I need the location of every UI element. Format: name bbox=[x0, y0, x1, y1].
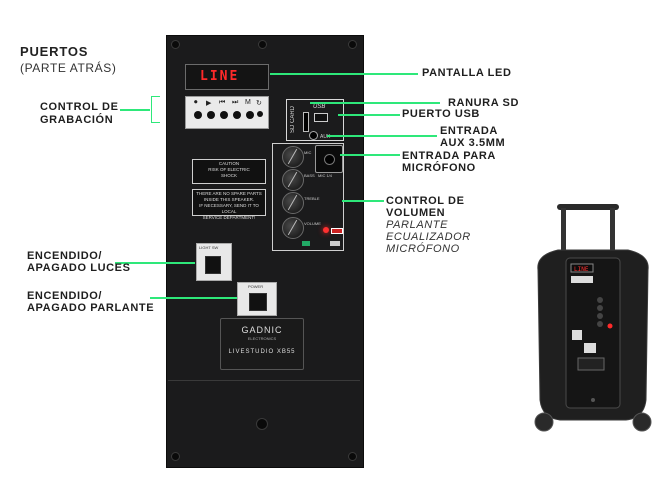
light-switch-plate: LIGHT SW bbox=[196, 243, 232, 281]
knob-label: BASS bbox=[304, 173, 315, 178]
brand-plate: GADNIC ELECTRONICS LIVESTUDIO XB55 bbox=[220, 318, 304, 370]
light-switch-label: LIGHT SW bbox=[199, 245, 219, 250]
model-name: LIVESTUDIO XB55 bbox=[228, 349, 296, 355]
mic-volume-knob[interactable] bbox=[282, 146, 304, 168]
master-volume-knob[interactable] bbox=[282, 217, 304, 239]
usb-port[interactable] bbox=[314, 113, 328, 122]
callout-line bbox=[338, 114, 400, 116]
repeat-icon: ↻ bbox=[256, 100, 262, 107]
knob-label: VOLUME bbox=[304, 221, 321, 226]
mode-button[interactable] bbox=[246, 111, 254, 119]
power-indicator-led bbox=[323, 227, 329, 233]
speaker-product-image: LINE bbox=[534, 204, 652, 432]
label-control-volumen-1: CONTROL DE bbox=[386, 195, 465, 207]
treble-knob[interactable] bbox=[282, 192, 304, 214]
callout-line bbox=[340, 154, 400, 156]
notice-line: SERVICE DEPARTMENT! bbox=[202, 215, 256, 220]
small-label bbox=[330, 241, 340, 246]
page-title: PUERTOS bbox=[20, 44, 89, 59]
previous-icon: ⏮ bbox=[219, 99, 226, 106]
screw-icon bbox=[348, 452, 357, 461]
power-label: POWER bbox=[248, 284, 264, 289]
label-volumen-microfono: MICRÓFONO bbox=[386, 243, 460, 255]
label-encendido-luces-1: ENCENDIDO/ bbox=[27, 250, 103, 262]
bass-knob[interactable] bbox=[282, 169, 304, 191]
callout-line bbox=[342, 200, 384, 202]
play-button[interactable] bbox=[207, 111, 215, 119]
label-ranura-sd: RANURA SD bbox=[448, 97, 519, 109]
next-button[interactable] bbox=[233, 111, 241, 119]
next-icon: ⏭ bbox=[232, 99, 239, 106]
label-pantalla-led: PANTALLA LED bbox=[422, 67, 512, 79]
record-icon: ⏺ bbox=[194, 99, 198, 106]
screw-icon bbox=[171, 40, 180, 49]
notice-line: INSIDE THIS SPEAKER. bbox=[203, 197, 255, 202]
label-encendido-parlante-2: APAGADO PARLANTE bbox=[27, 302, 155, 314]
led-display: LINE bbox=[185, 64, 269, 90]
label-control-grabacion-1: CONTROL DE bbox=[40, 101, 119, 113]
screw-icon bbox=[348, 40, 357, 49]
brand-logo: GADNIC bbox=[241, 325, 283, 335]
mode-icon: M bbox=[245, 99, 251, 106]
aux-jack[interactable] bbox=[309, 131, 318, 140]
sd-slot[interactable] bbox=[303, 112, 309, 132]
label-entrada-aux-2: AUX 3.5MM bbox=[440, 137, 506, 149]
callout-line bbox=[270, 73, 418, 75]
screw-icon bbox=[256, 418, 268, 430]
label-entrada-mic-1: ENTRADA PARA bbox=[402, 150, 496, 162]
label-volumen-ecualizador: ECUALIZADOR bbox=[386, 231, 471, 243]
recording-control-panel: ⏺ ▶ ⏮ ⏭ M ↻ bbox=[185, 96, 269, 129]
record-button[interactable] bbox=[194, 111, 202, 119]
callout-bracket bbox=[151, 96, 160, 123]
mic-label: MIC 1/4 bbox=[318, 173, 333, 178]
previous-button[interactable] bbox=[220, 111, 228, 119]
callout-line bbox=[310, 102, 440, 104]
sd-card-label: SD CARD bbox=[290, 106, 296, 134]
repeat-button[interactable] bbox=[257, 111, 263, 117]
callout-line bbox=[327, 135, 437, 137]
sd-usb-block: SD CARD USB bbox=[286, 99, 344, 141]
label-encendido-luces-2: APAGADO LUCES bbox=[27, 262, 131, 274]
led-display-text: LINE bbox=[200, 69, 240, 84]
caution-line: CAUTION bbox=[218, 161, 240, 166]
caution-line: SHOCK bbox=[220, 173, 237, 178]
label-control-grabacion-2: GRABACIÓN bbox=[40, 114, 114, 126]
label-volumen-parlante: PARLANTE bbox=[386, 219, 449, 231]
callout-line bbox=[115, 262, 195, 264]
screw-icon bbox=[258, 40, 267, 49]
power-switch[interactable] bbox=[249, 293, 267, 311]
notice-label: THERE ARE NO SPARE PARTS INSIDE THIS SPE… bbox=[192, 189, 266, 220]
notice-line: THERE ARE NO SPARE PARTS bbox=[196, 191, 262, 196]
page-subtitle: (PARTE ATRÁS) bbox=[20, 61, 117, 75]
power-switch-plate: POWER bbox=[237, 282, 277, 316]
aux-label: AUX bbox=[320, 134, 331, 140]
caution-label: CAUTION RISK OF ELECTRIC SHOCK bbox=[192, 159, 266, 184]
brand-sub: ELECTRONICS bbox=[247, 336, 277, 341]
small-switch[interactable] bbox=[302, 241, 310, 246]
label-puerto-usb: PUERTO USB bbox=[402, 108, 480, 120]
callout-line bbox=[150, 297, 237, 299]
volume-control-block bbox=[272, 143, 344, 251]
callout-line bbox=[120, 109, 150, 111]
knob-label: TREBLE bbox=[304, 196, 320, 201]
panel-divider bbox=[168, 380, 360, 381]
usb-label: USB bbox=[313, 104, 326, 110]
knob-label: MIC bbox=[304, 150, 312, 155]
label-entrada-mic-2: MICRÓFONO bbox=[402, 162, 476, 174]
notice-line: IF NECESSARY, SEND IT TO LOCAL bbox=[199, 203, 259, 214]
status-badge bbox=[331, 228, 343, 234]
screw-icon bbox=[171, 452, 180, 461]
label-control-volumen-2: VOLUMEN bbox=[386, 207, 446, 219]
label-encendido-parlante-1: ENCENDIDO/ bbox=[27, 290, 103, 302]
svg-text:LINE: LINE bbox=[574, 266, 589, 273]
caution-line: RISK OF ELECTRIC bbox=[208, 167, 250, 172]
label-entrada-aux-1: ENTRADA bbox=[440, 125, 498, 137]
mic-jack-hole bbox=[324, 154, 335, 165]
play-icon: ▶ bbox=[206, 100, 212, 107]
light-switch[interactable] bbox=[205, 256, 221, 274]
mic-input-jack[interactable] bbox=[315, 145, 343, 173]
